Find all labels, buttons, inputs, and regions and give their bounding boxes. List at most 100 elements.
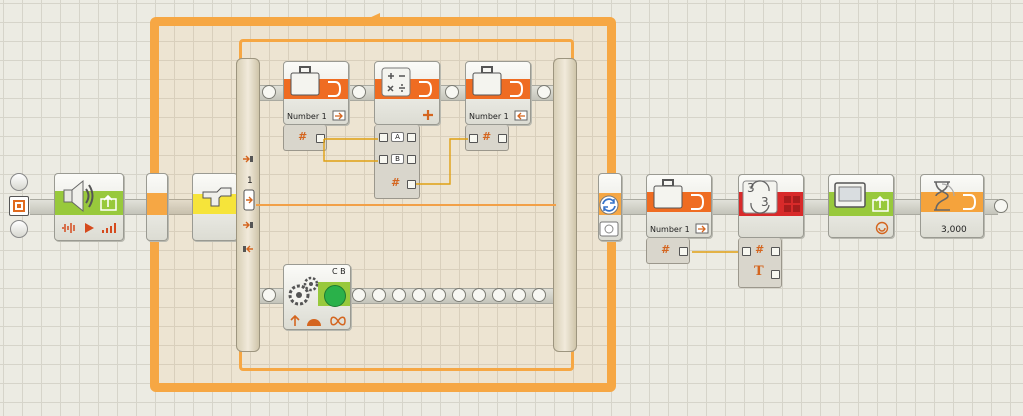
- output-plug[interactable]: [679, 247, 688, 256]
- output-plug[interactable]: [407, 155, 416, 164]
- hourglass-icon: [924, 178, 960, 214]
- wait-block[interactable]: 3,000: [920, 174, 984, 238]
- suitcase-icon: [288, 65, 322, 101]
- sequence-beam-top-button[interactable]: [10, 173, 28, 191]
- number-type-icon: #: [755, 243, 763, 256]
- output-grid-icon: [783, 194, 801, 214]
- beam-ring: [537, 85, 551, 99]
- touch-sensor-block[interactable]: [192, 173, 238, 241]
- output-plug[interactable]: [771, 270, 780, 279]
- input-plug[interactable]: [469, 134, 478, 143]
- data-hub: #: [465, 125, 509, 151]
- port-b-label: B: [391, 154, 404, 164]
- hub-port-icon[interactable]: [242, 186, 256, 214]
- beam-ring: [262, 85, 276, 99]
- data-hub: #: [283, 125, 327, 151]
- beam-ring: [472, 288, 486, 302]
- input-plug[interactable]: [379, 155, 388, 164]
- hub-port-icon[interactable]: [242, 220, 254, 230]
- loop-arrows-icon[interactable]: [598, 194, 620, 216]
- beam-ring: [352, 85, 366, 99]
- variable-name-label: Number 1: [650, 225, 690, 234]
- loop-start-beam: [146, 173, 168, 241]
- volume-bars-icon: [101, 222, 117, 234]
- beam-ring: [392, 288, 406, 302]
- sequence-beam-bottom-button[interactable]: [10, 220, 28, 238]
- number-type-icon: #: [391, 176, 399, 189]
- sound-block[interactable]: [54, 173, 124, 241]
- convert-icon-bottom-digit: 3: [761, 195, 769, 209]
- number-type-icon: #: [482, 130, 490, 143]
- suitcase-icon: [470, 65, 504, 101]
- convert-icon-top-digit: 3: [747, 181, 755, 195]
- math-operators-icon: [379, 65, 413, 101]
- switch-condition-label: 1: [247, 176, 253, 186]
- math-block[interactable]: [374, 61, 440, 125]
- plug-icon: [508, 79, 526, 99]
- beam-ring: [445, 85, 459, 99]
- variable-block[interactable]: Number 1: [283, 61, 349, 125]
- hub-port-icon[interactable]: [242, 244, 254, 254]
- motor-block[interactable]: C B: [283, 264, 351, 330]
- variable-block[interactable]: Number 1: [646, 174, 712, 238]
- sequence-beam: [616, 199, 646, 215]
- sequence-beam: [168, 199, 194, 215]
- sequence-beam: [894, 199, 920, 215]
- beam-ring: [372, 288, 386, 302]
- output-plug[interactable]: [771, 247, 780, 256]
- plus-icon: [421, 108, 435, 122]
- data-hub: A B #: [374, 125, 420, 199]
- beam-ring: [452, 288, 466, 302]
- beam-ring: [492, 288, 506, 302]
- beam-ring: [512, 288, 526, 302]
- plug-icon: [326, 79, 344, 99]
- start-icon[interactable]: [9, 196, 29, 216]
- infinity-icon: [330, 315, 346, 327]
- touch-sensor-icon: [199, 180, 233, 210]
- sequence-end-ring[interactable]: [994, 199, 1008, 213]
- port-a-label: A: [391, 132, 404, 142]
- variable-name-label: Number 1: [287, 112, 327, 121]
- input-plug[interactable]: [742, 247, 751, 256]
- play-icon: [83, 222, 95, 234]
- beam-ring: [532, 288, 546, 302]
- text-type-icon: T: [754, 264, 764, 279]
- suitcase-icon: [651, 178, 685, 214]
- loop-control-icon[interactable]: [598, 220, 620, 238]
- motor-ports-label: C B: [332, 267, 346, 276]
- data-wire: [256, 204, 556, 206]
- loop-return-arrow-icon: [366, 11, 382, 25]
- plug-icon: [417, 79, 435, 99]
- power-gauge-icon: [306, 315, 322, 327]
- speaker-icon: [61, 177, 97, 215]
- beam-ring: [412, 288, 426, 302]
- plug-icon: [689, 192, 707, 212]
- hub-port-icon[interactable]: [242, 154, 254, 164]
- sequence-beam: [712, 199, 738, 215]
- output-plug[interactable]: [407, 133, 416, 142]
- sequence-beam: [804, 199, 828, 215]
- data-hub: # T: [738, 238, 782, 288]
- read-mode-icon: [332, 110, 346, 121]
- motor-power-indicator: [324, 285, 346, 307]
- sound-waveform-icon: [61, 222, 77, 234]
- upload-arrow-icon: [871, 195, 891, 213]
- number-to-text-icon: [741, 179, 779, 215]
- input-plug[interactable]: [379, 133, 388, 142]
- display-block[interactable]: [828, 174, 894, 238]
- display-icon: [832, 178, 868, 214]
- sequence-beam: [124, 199, 150, 215]
- beam-ring: [352, 288, 366, 302]
- read-mode-icon: [695, 223, 709, 234]
- plug-icon: [961, 192, 979, 212]
- number-type-icon: #: [661, 243, 669, 256]
- number-to-text-block[interactable]: 3 3: [738, 174, 804, 238]
- output-plug[interactable]: [498, 134, 507, 143]
- output-plug[interactable]: [407, 180, 416, 189]
- variable-block[interactable]: Number 1: [465, 61, 531, 125]
- display-mode-icon: [875, 221, 889, 235]
- direction-up-icon: [290, 315, 300, 327]
- gears-icon: [286, 275, 320, 309]
